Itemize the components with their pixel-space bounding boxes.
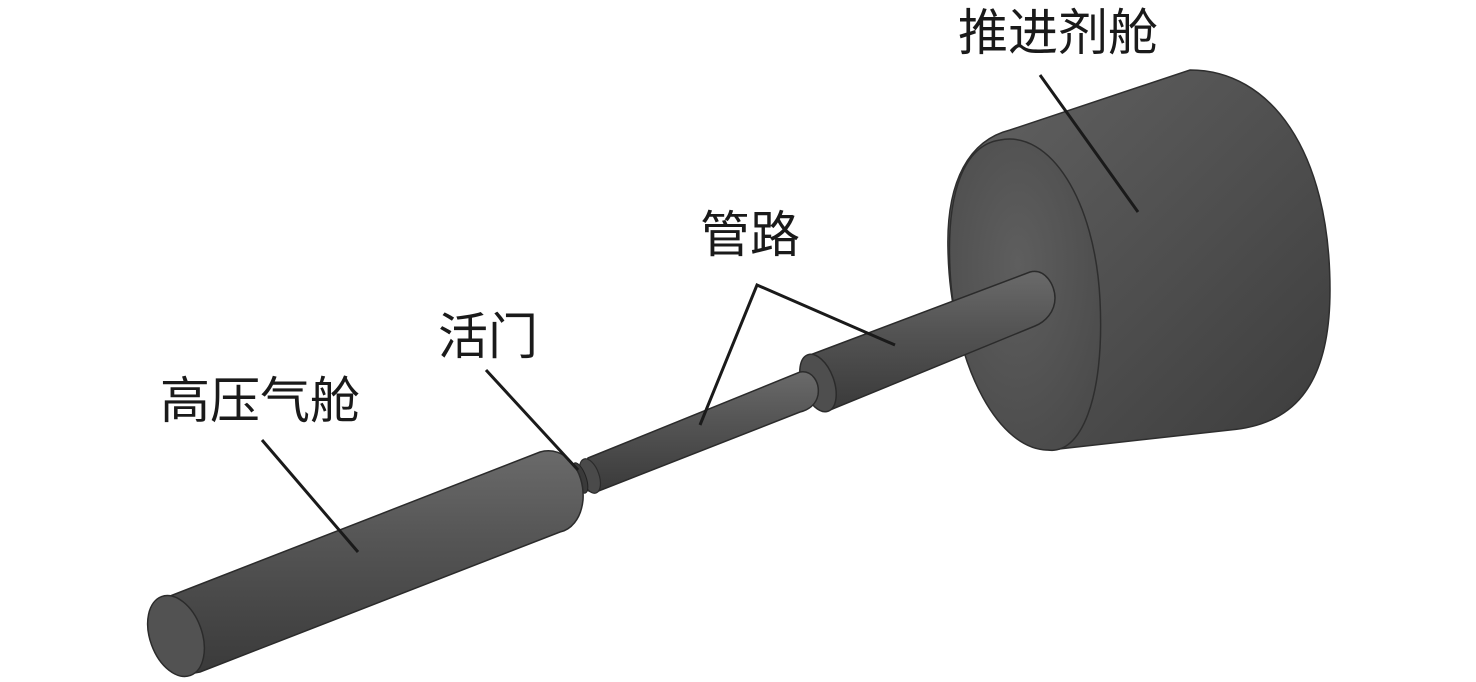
leader-pipeline — [698, 283, 896, 426]
leader-high-pressure-tank — [260, 439, 360, 553]
leader-propellant-tank — [1038, 74, 1140, 213]
label-valve: 活门 — [438, 308, 538, 366]
label-high-pressure-tank: 高压气舱 — [160, 372, 360, 430]
high-pressure-tank-end-face — [146, 594, 206, 678]
leader-lines — [260, 74, 1140, 553]
propellant-tank — [947, 69, 1331, 451]
high-pressure-tank — [146, 450, 584, 678]
leader-valve — [484, 368, 580, 472]
high-pressure-tank-side — [150, 450, 584, 674]
pipe-thin-section — [578, 371, 820, 494]
label-propellant-tank: 推进剂舱 — [958, 4, 1158, 62]
label-pipeline: 管路 — [700, 206, 800, 264]
